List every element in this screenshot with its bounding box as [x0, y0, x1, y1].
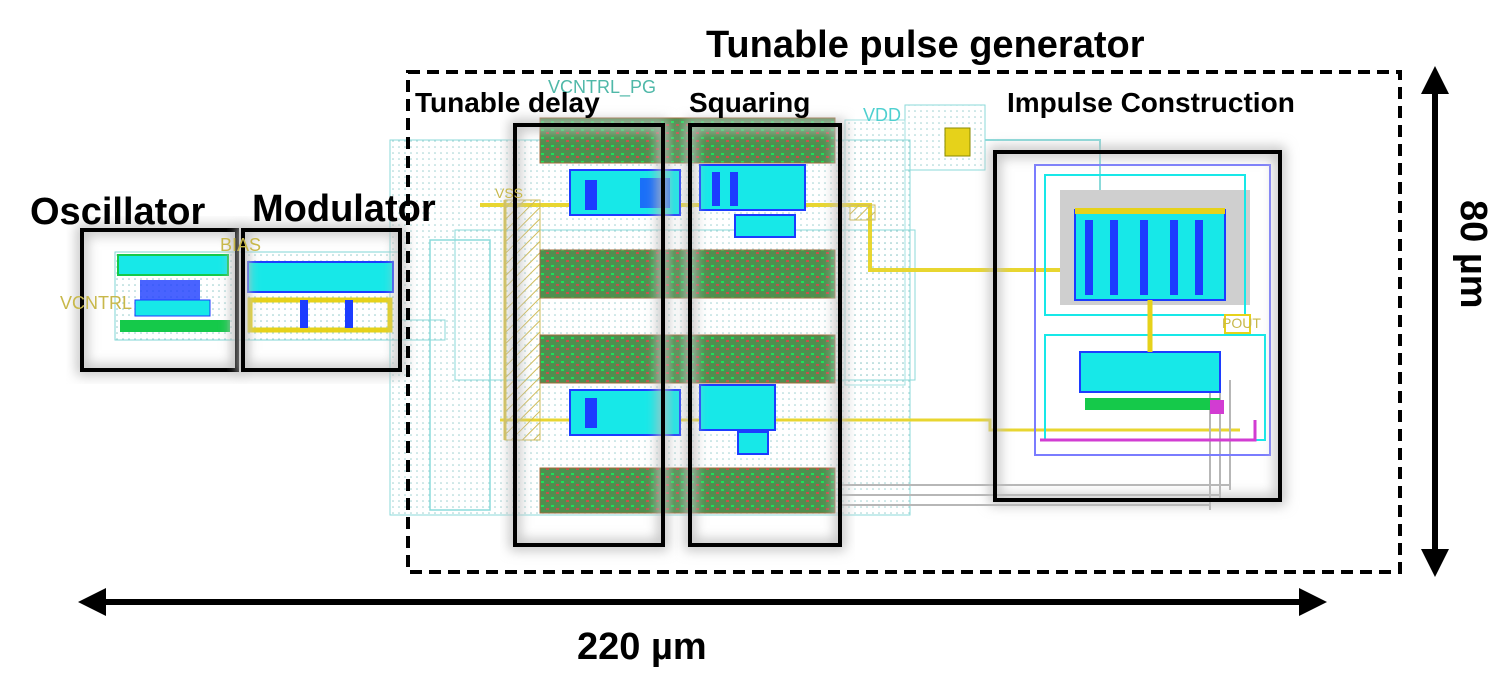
width-dimension-arrow: [78, 588, 1327, 616]
vdd-pin-label: VDD: [863, 105, 902, 125]
vcntrl-pin-label: VCNTRL: [60, 293, 133, 313]
modulator-label: Modulator: [252, 188, 436, 230]
squaring-label: Squaring: [689, 87, 811, 118]
oscillator-modulator-layout: [114, 251, 401, 341]
height-dimension-arrow: [1421, 66, 1449, 577]
tunable-delay-label: Tunable delay: [415, 87, 600, 118]
tunable-delay-box: [513, 123, 665, 547]
modulator-box: [241, 228, 402, 372]
width-dimension-label: 220 µm: [577, 626, 707, 668]
block-outlines: [77, 70, 1402, 574]
impulse-construction-box: [993, 150, 1282, 502]
impulse-construction-label: Impulse Construction: [1007, 87, 1295, 118]
oscillator-label: Oscillator: [30, 191, 206, 233]
diagram-title: Tunable pulse generator: [706, 24, 1145, 66]
vss-pin-label: VSS: [495, 185, 524, 201]
oscillator-box: [80, 228, 239, 372]
pulse-generator-dashed-box: [406, 70, 1402, 574]
bias-pin-label: BIAS: [220, 235, 262, 255]
impulse-construction-layout: [1034, 164, 1271, 456]
out-pin-label: POUT: [1222, 315, 1261, 331]
squaring-box: [688, 123, 842, 547]
height-dimension-label: 80 µm: [1452, 200, 1494, 309]
vcntrl-pg-pin-label: VCNTRL_PG: [548, 77, 657, 97]
vdd-pad: [944, 127, 971, 157]
